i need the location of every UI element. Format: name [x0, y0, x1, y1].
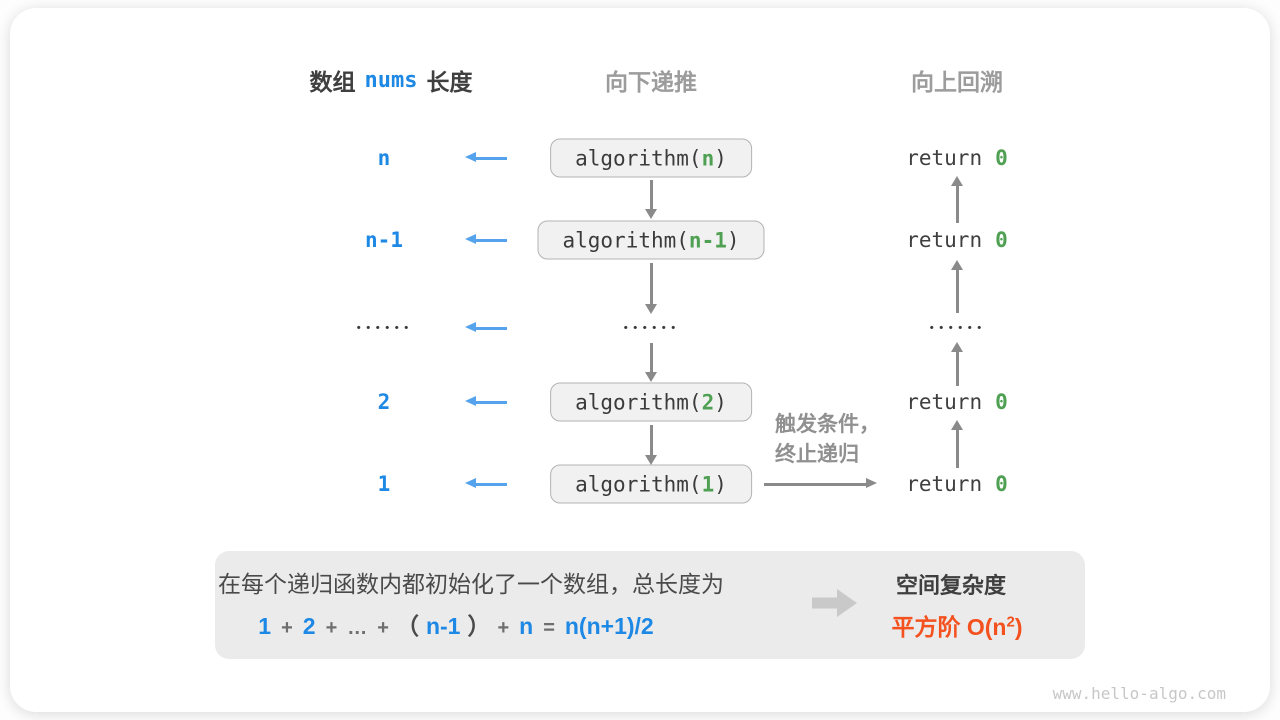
column-header-backtrack-up: 向上回溯 [911, 69, 1003, 95]
down-arrow-icon [645, 180, 657, 219]
complexity-suffix: ) [1014, 614, 1023, 640]
return-value: 0 [995, 228, 1008, 252]
left-arrow-icon [465, 321, 507, 332]
right-arrow-icon [764, 477, 877, 488]
space-complexity-label: 空间复杂度 [895, 573, 1007, 598]
call-suffix: ) [726, 228, 740, 252]
array-name-code: nums [364, 67, 418, 93]
length-label-n-1: n-1 [365, 228, 403, 252]
website-watermark: www.hello-algo.com [1052, 684, 1226, 703]
diagram-card: 数组 nums 长度 向下递推 向上回溯 n n-1 •••••• 2 1 algo… [10, 8, 1270, 712]
left-arrow-icon [465, 395, 507, 406]
formula-term: 1 [258, 613, 272, 639]
summary-formula: 1 + 2 + … + （ n-1 ） + n = n(n+1)/2 [253, 607, 658, 641]
return-value: 0 [995, 146, 1008, 170]
return-statement: return 0 [906, 146, 1008, 170]
array-label-prefix: 数组 [309, 69, 356, 95]
call-arg: 2 [701, 390, 715, 414]
call-ellipsis: •••••• [622, 321, 680, 335]
formula-ellipsis: … [347, 617, 368, 639]
call-prefix: algorithm( [575, 472, 702, 496]
return-keyword: return [906, 228, 983, 252]
length-label-1: 1 [377, 472, 391, 496]
formula-close-paren: ） [467, 613, 491, 639]
formula-term: n-1 [425, 613, 461, 639]
formula-operator: + [497, 617, 510, 639]
complexity-exponent: 2 [1006, 613, 1015, 631]
formula-equals: = [543, 617, 555, 639]
formula-operator: + [281, 617, 293, 639]
summary-panel: 在每个递归函数内都初始化了一个数组，总长度为 1 + 2 + … + （ n-1… [215, 551, 1085, 659]
return-keyword: return [906, 146, 983, 170]
base-case-note-line2: 终止递归 [775, 443, 859, 466]
call-arg: n-1 [688, 228, 727, 252]
complexity-prefix: 平方阶 O(n [891, 614, 1007, 640]
down-arrow-icon [645, 425, 657, 465]
formula-result-term: n(n+1)/2 [564, 613, 654, 639]
call-box-algorithm-n: algorithm(n) [550, 138, 752, 178]
formula-operator: + [377, 617, 389, 639]
up-arrow-icon [951, 342, 963, 386]
space-complexity-value: 平方阶 O(n2) [891, 608, 1022, 642]
left-arrow-icon [465, 151, 507, 162]
return-statement: return 0 [906, 228, 1008, 252]
return-ellipsis: •••••• [928, 321, 986, 335]
formula-term: n [519, 613, 534, 639]
return-statement: return 0 [906, 472, 1008, 496]
length-label-ellipsis: •••••• [355, 321, 413, 335]
up-arrow-icon [951, 176, 963, 223]
right-block-arrow-icon [812, 589, 857, 617]
up-arrow-icon [951, 260, 963, 313]
call-suffix: ) [714, 472, 727, 496]
call-suffix: ) [714, 146, 727, 170]
formula-open-paren: （ [395, 613, 419, 639]
call-arg: n [701, 146, 715, 170]
call-prefix: algorithm( [562, 228, 689, 252]
call-suffix: ) [714, 390, 727, 414]
down-arrow-icon [645, 343, 657, 382]
column-header-recurse-down: 向下递推 [605, 69, 697, 95]
left-arrow-icon [465, 477, 507, 488]
call-box-algorithm-2: algorithm(2) [550, 382, 752, 422]
left-arrow-icon [465, 233, 507, 244]
call-arg: 1 [701, 472, 715, 496]
call-prefix: algorithm( [575, 390, 702, 414]
call-box-algorithm-1: algorithm(1) [550, 464, 752, 504]
return-value: 0 [995, 390, 1008, 414]
base-case-note-line1: 触发条件， [775, 413, 880, 436]
formula-term: 2 [302, 613, 316, 639]
call-box-algorithm-n-1: algorithm(n-1) [537, 220, 765, 260]
formula-operator: + [325, 617, 338, 639]
base-case-note: 触发条件， 终止递归 [775, 410, 880, 470]
down-arrow-icon [645, 263, 657, 314]
up-arrow-icon [951, 420, 963, 468]
array-label-suffix: 长度 [426, 69, 473, 95]
column-header-array-length: 数组 nums 长度 [310, 63, 473, 97]
return-keyword: return [906, 472, 983, 496]
length-label-2: 2 [377, 390, 391, 414]
return-statement: return 0 [906, 390, 1008, 414]
return-keyword: return [906, 390, 983, 414]
length-label-n: n [377, 146, 391, 170]
return-value: 0 [995, 472, 1008, 496]
call-prefix: algorithm( [575, 146, 702, 170]
summary-description: 在每个递归函数内都初始化了一个数组，总长度为 [218, 571, 724, 597]
